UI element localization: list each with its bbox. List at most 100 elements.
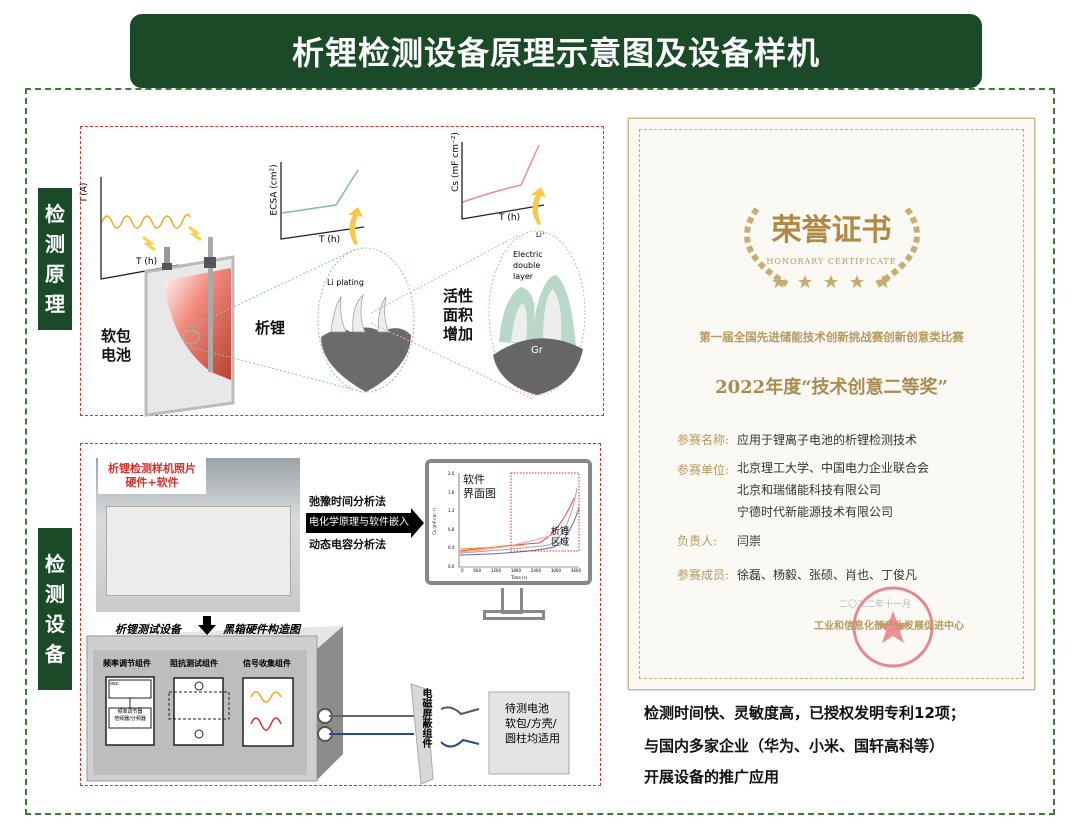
- official-seal: [852, 586, 934, 668]
- certificate-border: [639, 129, 1024, 679]
- axis-label-time: T (h): [499, 213, 521, 223]
- caption-line: 析锂检测样机照片: [108, 462, 196, 475]
- axis-label-time: T (h): [319, 235, 341, 245]
- li-plating-label: 析锂: [255, 319, 286, 337]
- label-line: 倍频器/分频器: [114, 716, 146, 722]
- label-char: 检: [45, 202, 65, 226]
- label-line: 增加: [443, 325, 474, 343]
- software-label: 软件界面图: [463, 473, 496, 501]
- row-key: 参赛单位:: [677, 463, 730, 477]
- pouch-cell-label: 软包电池: [101, 327, 131, 365]
- content-frame: [25, 88, 1055, 815]
- cs-plot: [461, 142, 546, 225]
- summary-line: 开展设备的推广应用: [644, 768, 780, 786]
- row-value: 北京理工大学、中国电力企业联合会: [737, 461, 930, 475]
- label-line: 圆柱均适用: [505, 732, 560, 745]
- label-line: 电池: [101, 346, 132, 364]
- label-line: 面积: [443, 306, 474, 324]
- label-char: 测: [45, 232, 65, 256]
- label-line: layer: [513, 272, 534, 281]
- row-key: 负责人:: [677, 534, 718, 548]
- battery-label: 待测电池软包/方壳/圆柱均适用: [505, 701, 560, 746]
- tick: 1800: [510, 568, 521, 573]
- cert-row-leader: 负责人: 闫崇: [677, 532, 761, 549]
- row-value: 闫崇: [737, 534, 762, 548]
- tick: 1.2: [448, 508, 455, 514]
- software-chart: [458, 472, 580, 568]
- prototype-photo: 析锂检测样机照片硬件+软件: [96, 458, 300, 612]
- label-equipment: 检测设备: [38, 528, 72, 690]
- arrow-label: 电化学原理与软件嵌入: [306, 513, 411, 533]
- freq-box-label: 频率调节器倍频器/分频器: [110, 709, 150, 723]
- honorary-certificate: 荣誉证书 HONORARY CERTIFICATE 第一届全国先进储能技术创新挑…: [628, 118, 1035, 690]
- label-line: 区域: [551, 538, 570, 548]
- label-line: double: [513, 261, 541, 270]
- principle-diagram: [100, 142, 586, 417]
- photo-caption: 析锂检测样机照片硬件+软件: [98, 458, 206, 494]
- active-area-label: 活性面积增加: [443, 287, 473, 344]
- label-line: 析锂: [551, 527, 570, 537]
- label-char: 理: [45, 292, 65, 316]
- tick: 0: [461, 568, 464, 573]
- label-line: 频率调节器: [117, 709, 143, 715]
- label-line: 软包: [101, 327, 132, 345]
- tick: 0.8: [448, 526, 455, 532]
- tick: 3600: [570, 568, 581, 573]
- li-ion-label: Li⁺: [536, 231, 546, 239]
- summary-line: 与国内多家企业（华为、小米、国轩高科等）: [644, 737, 945, 755]
- cert-row-members: 参赛成员: 徐磊、杨毅、张硕、肖也、丁俊凡: [677, 566, 917, 583]
- monitor-base: [483, 610, 545, 620]
- certificate-title: 荣誉证书: [771, 213, 892, 248]
- label-line: 待测电池: [505, 702, 549, 715]
- page-title: 析锂检测设备原理示意图及设备样机: [130, 14, 982, 88]
- label-char: 备: [45, 642, 65, 666]
- module-signal: 信号收集组件: [243, 659, 291, 668]
- summary-line: 检测时间快、灵敏度高，已授权发明专利12项；: [644, 704, 965, 722]
- label-char: 设: [45, 612, 65, 636]
- award-name: 2022年度“技术创意二等奖”: [715, 377, 948, 398]
- row-key: 参赛成员:: [677, 568, 730, 582]
- module-frequency: 频率调节组件: [103, 659, 151, 668]
- osc-label: osc: [110, 681, 119, 687]
- axis-label-current: I (A): [79, 182, 90, 202]
- row-value: 应用于锂离子电池的析锂检测技术: [737, 433, 918, 447]
- label-principle: 检测原理: [38, 188, 72, 330]
- competition-name: 第一届全国先进储能技术创新挑战赛创新创意类比赛: [699, 330, 964, 344]
- module-impedance: 阻抗测试组件: [170, 659, 218, 668]
- screen-yticks: 0.0 0.4 0.8 1.2 1.6 2.0: [448, 471, 454, 569]
- device-label: 析锂测试设备: [115, 623, 181, 636]
- screen-xlabel: Time (s): [511, 575, 528, 580]
- method-dynamic-capacitance: 动态电容分析法: [309, 538, 386, 551]
- tick: 0.4: [448, 545, 455, 551]
- label-char: 原: [45, 262, 65, 286]
- row-value: 徐磊、杨毅、张硕、肖也、丁俊凡: [737, 568, 918, 582]
- axis-label-time: T (h): [136, 257, 158, 267]
- label-line: 软件: [463, 473, 485, 486]
- arrow-down-icon: [198, 616, 216, 635]
- tick: 2400: [530, 568, 541, 573]
- tick: 1200: [490, 568, 501, 573]
- method-relaxation-time: 弛豫时间分析法: [309, 495, 386, 508]
- label-char: 测: [45, 582, 65, 606]
- caption-line: 硬件+软件: [125, 476, 179, 489]
- laurel-wreath: [744, 207, 920, 287]
- blackbox-label: 黑箱硬件构造图: [223, 623, 300, 636]
- pouch-cell-icon: [142, 225, 235, 417]
- li-plating-en: Li plating: [327, 278, 364, 287]
- tick: 2.0: [448, 471, 455, 476]
- arrow-right-icon: [411, 508, 424, 538]
- label-line: 活性: [443, 287, 474, 305]
- axis-label-cs: Cs (mF cm⁻²): [450, 132, 461, 192]
- tick: 0.0: [448, 563, 455, 569]
- cert-row-units: 参赛单位:北京理工大学、中国电力企业联合会北京和瑞储能科技有限公司宁德时代新能源…: [677, 461, 929, 523]
- shield-label: 电磁屏蔽组件: [420, 688, 431, 748]
- screen-ylabel: Cs (mF cm⁻²): [431, 508, 437, 535]
- label-line: 界面图: [463, 487, 496, 500]
- blackbox-diagram: [86, 626, 570, 785]
- tick: 600: [473, 568, 481, 573]
- tick: 1.6: [448, 489, 455, 495]
- principle-panel: I (A) T (h) ECSA (cm²) T (h) Cs (mF cm⁻²…: [79, 126, 604, 417]
